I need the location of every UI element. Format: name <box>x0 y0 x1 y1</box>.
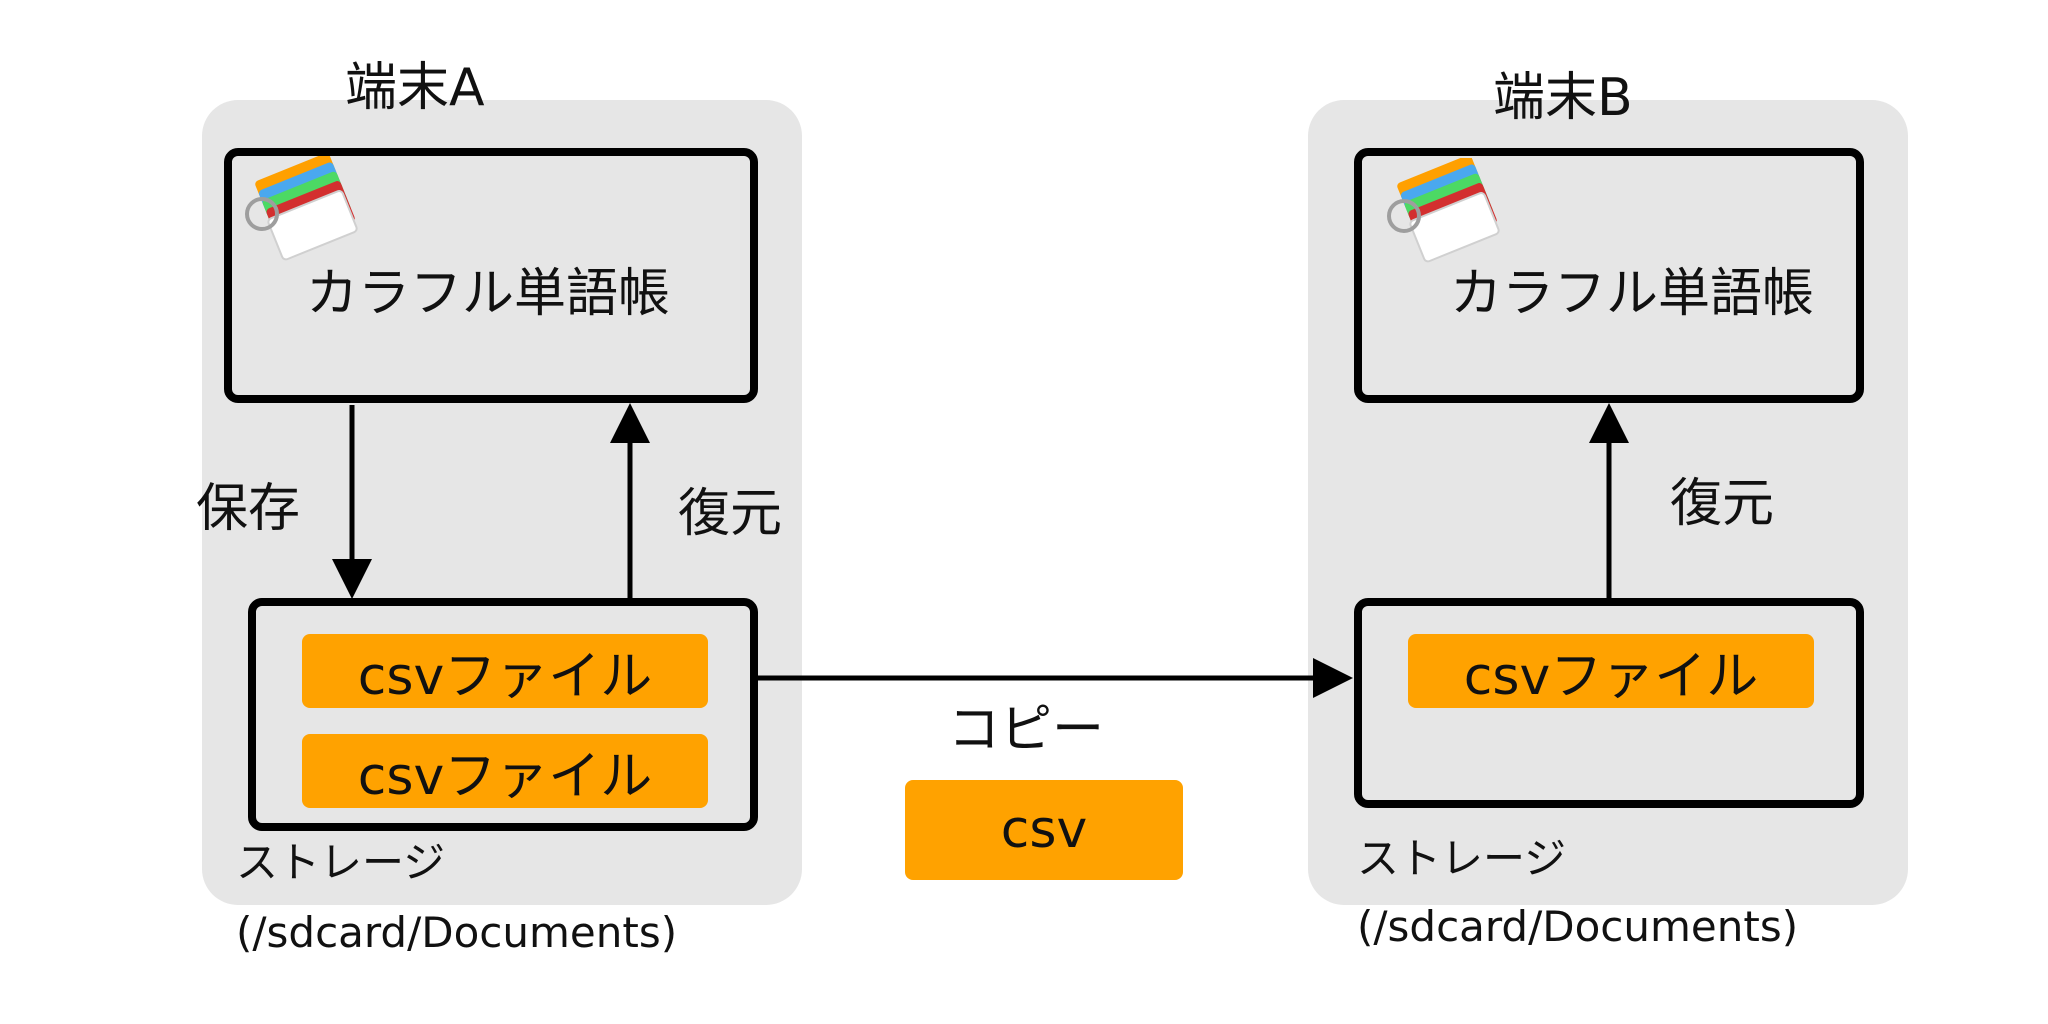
device-b-app-name: カラフル単語帳 <box>1450 264 1815 324</box>
device-a-app-panel: カラフル単語帳 <box>224 148 758 403</box>
device-b-file-chip-1: csvファイル <box>1408 634 1814 708</box>
device-a-title: 端末A <box>345 58 485 118</box>
device-b-restore-label: 復元 <box>1670 474 1775 534</box>
device-a-restore-label: 復元 <box>678 484 783 544</box>
device-b-storage-panel: csvファイル <box>1354 598 1864 808</box>
device-b-storage-label: ストレージ <box>1357 834 1567 883</box>
device-a-storage-panel: csvファイル csvファイル <box>248 598 758 831</box>
device-a-storage-label: ストレージ <box>236 838 446 887</box>
device-a-app-name: カラフル単語帳 <box>306 264 671 324</box>
flashcard-app-icon <box>1380 155 1510 282</box>
device-b-title: 端末B <box>1493 68 1633 128</box>
device-a-save-label: 保存 <box>196 479 301 539</box>
flashcard-app-icon <box>238 153 368 280</box>
device-a-storage-path: (/sdcard/Documents) <box>236 908 678 957</box>
transfer-file-chip: csv <box>905 780 1183 880</box>
device-a-file-chip-1: csvファイル <box>302 634 708 708</box>
device-b-storage-path: (/sdcard/Documents) <box>1357 902 1799 951</box>
device-a-file-chip-2: csvファイル <box>302 734 708 808</box>
copy-label: コピー <box>948 700 1105 760</box>
device-b-app-panel: カラフル単語帳 <box>1354 148 1864 403</box>
